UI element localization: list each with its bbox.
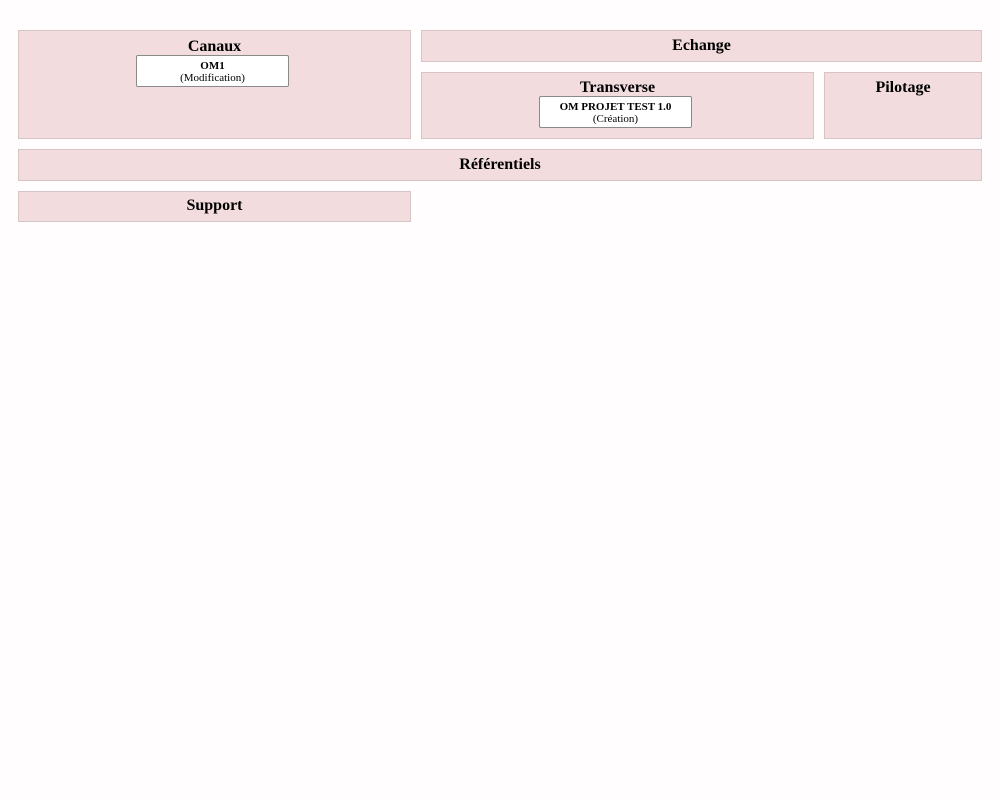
app-box-om1[interactable]: OM1 (Modification) <box>136 55 289 87</box>
zone-title-canaux: Canaux <box>187 38 242 55</box>
app-status-om1: (Modification) <box>180 72 245 84</box>
zone-canaux: Canaux OM1 (Modification) <box>18 30 411 139</box>
zone-title-echange: Echange <box>672 37 731 54</box>
zone-title-pilotage: Pilotage <box>875 79 931 96</box>
zone-transverse: Transverse OM PROJET TEST 1.0 (Création) <box>421 72 814 139</box>
app-name-om1: OM1 <box>200 60 225 72</box>
zone-title-support: Support <box>186 197 243 214</box>
zone-echange: Echange <box>421 30 982 62</box>
zone-title-transverse: Transverse <box>579 79 656 96</box>
app-box-om-projet-test[interactable]: OM PROJET TEST 1.0 (Création) <box>539 96 692 128</box>
app-status-om-projet-test: (Création) <box>592 113 639 125</box>
zone-referentiels: Référentiels <box>18 149 982 181</box>
zone-support: Support <box>18 191 411 222</box>
zone-title-referentiels: Référentiels <box>459 156 541 173</box>
zone-pilotage: Pilotage <box>824 72 982 139</box>
app-name-om-projet-test: OM PROJET TEST 1.0 <box>559 101 672 113</box>
